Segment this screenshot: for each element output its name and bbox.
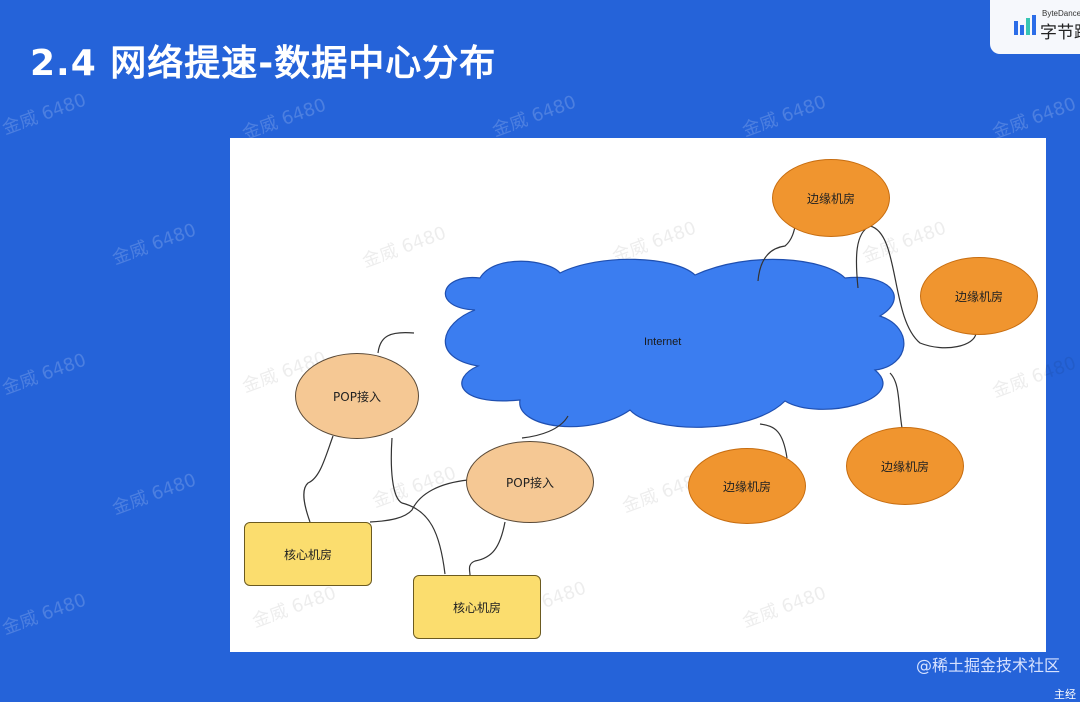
watermark: 金威 6480 — [739, 91, 829, 142]
core-datacenter-node: 核心机房 — [413, 575, 541, 639]
pop-access-node: POP接入 — [466, 441, 594, 523]
link-cloud-edge2 — [855, 225, 977, 349]
watermark: 金威 6480 — [489, 91, 579, 142]
internet-cloud-shape — [444, 258, 905, 428]
edge-datacenter-node: 边缘机房 — [920, 257, 1038, 335]
link-pop2-core1 — [369, 479, 469, 523]
link-pop1-core2 — [390, 437, 446, 575]
edge-datacenter-node: 边缘机房 — [772, 159, 890, 237]
watermark: 金威 6480 — [0, 589, 89, 640]
logo-big-text: 字节跳动 — [1040, 23, 1080, 43]
edge-datacenter-node: 边缘机房 — [846, 427, 964, 505]
pop-access-node: POP接入 — [295, 353, 419, 439]
internet-label: Internet — [644, 336, 682, 348]
watermark: 金威 6480 — [989, 93, 1079, 144]
corner-text: 主经 — [1054, 688, 1076, 701]
link-cloud-pop1 — [377, 331, 415, 354]
watermark: 金威 6480 — [0, 349, 89, 400]
core-datacenter-node: 核心机房 — [244, 522, 372, 586]
edge-datacenter-node: 边缘机房 — [688, 448, 806, 524]
link-pop2-core2 — [468, 521, 506, 576]
logo-small-text: ByteDance — [1042, 9, 1080, 18]
watermark: 金威 6480 — [0, 89, 89, 140]
bytedance-logo: ByteDance 字节跳动 — [990, 0, 1080, 54]
slide-title: 2.4 网络提速-数据中心分布 — [30, 43, 497, 84]
watermark: 金威 6480 — [109, 469, 199, 520]
link-pop1-core1 — [303, 435, 334, 523]
link-cloud-pop2 — [521, 415, 569, 439]
diagram-connections — [303, 213, 977, 576]
watermark: 金威 6480 — [109, 219, 199, 270]
link-cloud-edge3 — [889, 372, 903, 429]
link-cloud-edge4 — [759, 423, 788, 459]
diagram-canvas: 金威 6480 金威 6480 金威 6480 金威 6480 金威 6480 … — [230, 138, 1079, 652]
logo-bars-icon — [1014, 15, 1036, 35]
footer-credit: @稀土掘金技术社区 — [915, 656, 1060, 675]
